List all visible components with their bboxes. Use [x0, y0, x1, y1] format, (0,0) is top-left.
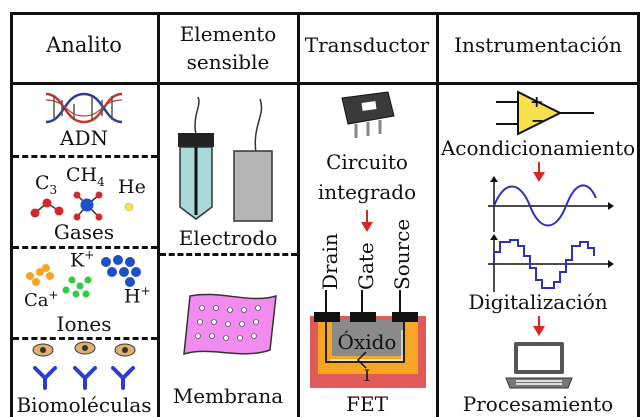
label-oxido: Óxido	[337, 330, 397, 354]
analog-signal-plot	[488, 176, 614, 232]
opamp-icon	[496, 90, 594, 136]
dna-icon	[45, 92, 123, 124]
header-transductor: Transductor	[304, 33, 430, 57]
laptop-icon	[505, 342, 573, 389]
dash-separator-adn	[13, 155, 157, 158]
ions-icon	[26, 255, 141, 298]
electrode-icon	[178, 96, 273, 222]
biomolecules-icon	[32, 341, 136, 390]
label-acondicionamiento: Acondicionamiento	[440, 136, 636, 160]
digital-signal-plot	[488, 234, 614, 292]
label-membrana: Membrana	[172, 384, 284, 408]
col-divider-3	[436, 12, 439, 417]
label-fet: FET	[346, 392, 388, 416]
gas-molecules-icon	[30, 191, 134, 221]
header-analito: Analito	[46, 33, 122, 57]
label-procesamiento: Procesamiento	[462, 392, 614, 416]
arrow-down-icon	[533, 162, 545, 182]
label-source: Source	[390, 218, 414, 290]
dash-separator-gases	[13, 246, 157, 249]
header-bottom-border	[10, 82, 640, 85]
label-ion-ca: Ca+	[24, 288, 59, 311]
label-gate: Gate	[354, 242, 378, 290]
label-current-i: I	[363, 366, 371, 385]
label-ion-h: H+	[124, 284, 151, 308]
label-gases: Gases	[53, 220, 115, 244]
opamp-minus-label: −	[531, 111, 545, 130]
header-instrumentacion: Instrumentación	[454, 33, 622, 57]
header-elemento-line1: Elemento	[179, 22, 277, 46]
label-gas-he: He	[118, 176, 146, 198]
table-left-border	[10, 12, 13, 417]
label-drain: Drain	[318, 233, 342, 290]
arrow-down-icon	[361, 210, 373, 232]
arrow-down-icon	[533, 316, 545, 336]
label-adn: ADN	[60, 126, 108, 150]
col-divider-2	[297, 12, 300, 417]
opamp-plus-label: +	[530, 92, 544, 111]
label-gas-c3: C3	[35, 172, 58, 197]
label-digitalizacion: Digitalización	[468, 290, 608, 314]
table-right-border	[637, 12, 640, 417]
label-circuito-line1: Circuito	[326, 150, 408, 174]
membrane-icon	[183, 293, 277, 356]
header-elemento-line2: sensible	[186, 50, 270, 74]
col-divider-1	[157, 12, 160, 417]
dash-separator-iones	[13, 337, 157, 340]
table-top-border	[10, 12, 640, 15]
dash-separator-elemento	[160, 253, 297, 256]
integrated-circuit-icon	[341, 91, 395, 138]
label-iones: Iones	[56, 312, 112, 336]
label-biomoleculas: Biomoléculas	[16, 393, 152, 417]
fet-icon	[310, 290, 426, 388]
label-ion-k: K+	[70, 248, 95, 272]
label-circuito-line2: integrado	[317, 180, 417, 204]
label-gas-ch4: CH4	[66, 164, 105, 189]
label-electrodo: Electrodo	[178, 226, 278, 250]
